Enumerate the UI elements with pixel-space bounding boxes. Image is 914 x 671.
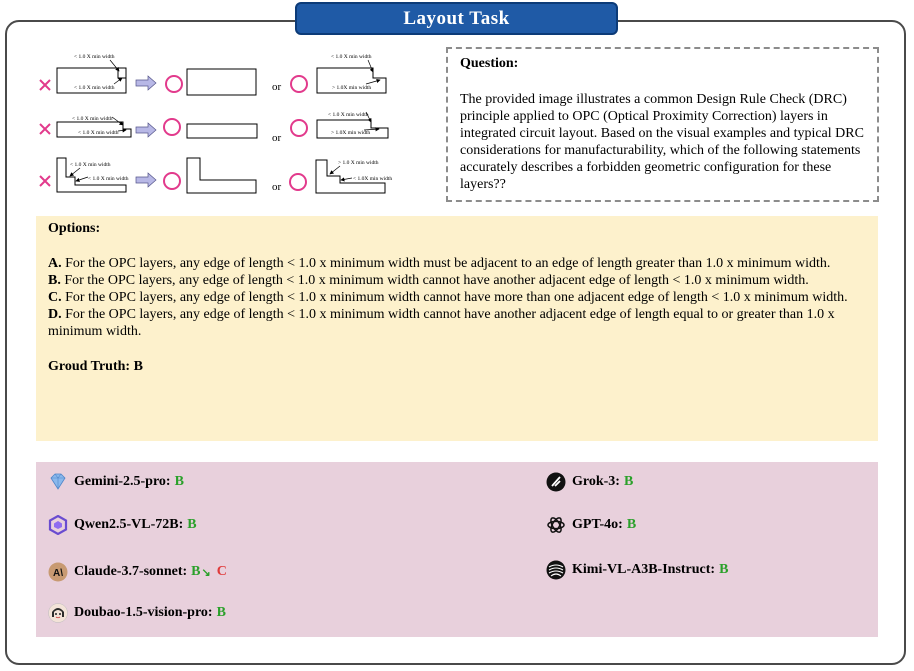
cross-icon [39,79,51,91]
diagram-label: < 1.0 X min width [328,112,369,118]
question-text: The provided image illustrates a common … [460,92,864,192]
model-kimi: Kimi-VL-A3B-Instruct:B [546,560,728,580]
circle-icon [163,118,181,136]
claude-icon: A\ [48,562,68,582]
diagram-label: < 1.0 X min width [331,54,372,60]
diagram-label: < 1.0 X min width [78,130,119,136]
model-grok: Grok-3:B [546,472,633,492]
diagram-label: > 1.0X min width [332,85,371,91]
question-heading: Question: [460,56,519,71]
circle-icon [290,119,308,137]
option-d: D. For the OPC layers, any edge of lengt… [48,307,835,339]
or-label: or [272,81,282,93]
options-heading: Options: [48,221,101,236]
diagram-label: > 1.0X min width [331,130,370,136]
page-title: Layout Task [295,2,618,35]
or-label: or [272,181,282,193]
grok-icon [546,472,566,492]
gemini-icon [50,473,66,490]
drc-diagram: < 1.0 X min width < 1.0 X min width or <… [39,54,392,194]
ground-truth: Groud Truth: B [48,359,143,374]
model-gemini: Gemini-2.5-pro:B [48,472,184,492]
option-c: C. For the OPC layers, any edge of lengt… [48,290,848,305]
openai-icon [547,517,565,533]
or-label: or [272,132,282,144]
model-gpt4o: GPT-4o:B [546,515,636,535]
circle-icon [290,75,308,93]
circle-icon [163,172,181,190]
cross-icon [39,123,51,135]
model-doubao: Doubao-1.5-vision-pro:B [48,603,226,623]
diagram-label: < 1.0 X min width [70,162,111,168]
diagram-label: < 1.0X min width [353,176,392,182]
doubao-icon [48,603,68,623]
arrow-right-icon [135,75,157,91]
model-qwen: Qwen2.5-VL-72B:B [48,515,197,535]
model-answers-panel: Gemini-2.5-pro:B Qwen2.5-VL-72B:B A\ Cla… [36,462,878,637]
cross-icon [39,175,51,187]
option-b: B. For the OPC layers, any edge of lengt… [48,273,809,288]
option-a: A. For the OPC layers, any edge of lengt… [48,256,831,271]
arrow-right-icon [135,122,157,138]
diagram-label: < 1.0 X min width [72,116,113,122]
circle-icon [289,173,307,191]
question-box: Question: The provided image illustrates… [446,47,879,202]
kimi-icon [546,560,566,580]
arrow-right-icon [135,172,157,188]
diagram-label: > 1.0 X min width [338,160,379,166]
cursor-icon: ↘ [201,566,211,579]
model-claude: A\ Claude-3.7-sonnet:B↘C [48,562,227,582]
circle-icon [165,75,183,93]
diagram-label: < 1.0 X min width [88,176,129,182]
diagram-label: < 1.0 X min width [74,85,115,91]
svg-text:A\: A\ [53,568,63,579]
diagram-label: < 1.0 X min width [74,54,115,60]
qwen-icon [48,515,68,535]
options-panel: Options: A. For the OPC layers, any edge… [36,216,878,441]
